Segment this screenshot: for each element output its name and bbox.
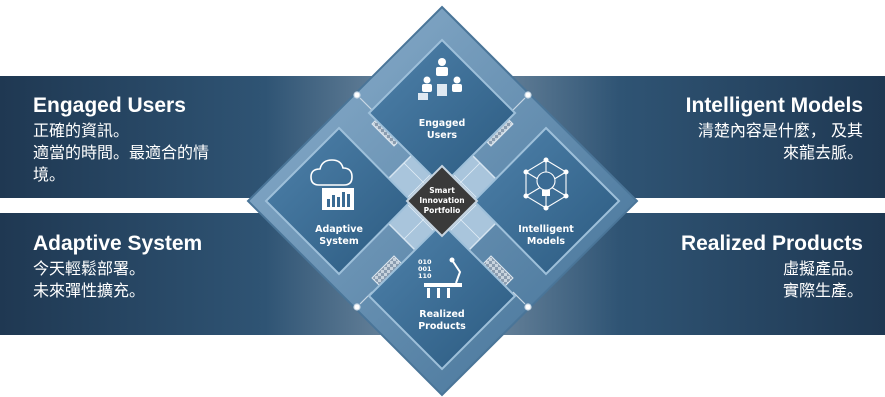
lightbulb-network-icon [523,157,569,211]
center-label-3: Portfolio [424,206,461,215]
adaptive-system-node-label-1: Adaptive [315,224,363,235]
engaged-users-node-label-1: Engaged [419,118,466,129]
circuit-connectors [353,91,532,311]
realized-products-line-2: 實際生產。 [782,281,863,300]
intelligent-models-node-label-2: Models [527,236,565,247]
center-diamond [405,164,479,238]
factory-robot-icon: 010 001 110 [418,257,462,298]
intelligent-models-line-2: 來龍去脈。 [782,143,863,162]
center-label-2: Innovation [419,196,464,205]
adaptive-system-line-2: 未來彈性擴充。 [33,281,146,300]
intelligent-models-block: Intelligent Models 清楚內容是什麼， 及其 來龍去脈。 [633,94,863,164]
engaged-users-line-2: 適當的時間。最適合的情 [33,143,210,162]
engaged-users-block: Engaged Users 正確的資訊。 適當的時間。最適合的情 境。 [33,94,263,186]
realized-products-node-label-2: Products [418,321,466,332]
engaged-users-node-label-2: Users [427,130,457,141]
intelligent-models-node-label-1: Intelligent [518,224,574,235]
center-label-1: Smart [429,186,455,195]
cloud-chart-icon [310,159,354,210]
realized-products-title: Realized Products [680,232,863,255]
intelligent-models-line-1: 清楚內容是什麼， 及其 [697,121,863,140]
adaptive-system-block: Adaptive System 今天輕鬆部署。 未來彈性擴充。 [33,232,263,302]
engaged-users-title: Engaged Users [33,94,186,117]
binary-text-2: 001 [418,265,432,273]
adaptive-system-title: Adaptive System [33,232,203,255]
engaged-users-line-3: 境。 [33,165,66,184]
realized-products-line-1: 虛擬產品。 [782,259,863,278]
realized-products-node-label-1: Realized [419,309,464,320]
intelligent-models-title: Intelligent Models [685,94,863,117]
node-realized-products [367,221,517,371]
engaged-users-line-1: 正確的資訊。 [33,121,130,140]
adaptive-system-node-label-2: System [319,236,359,247]
people-icon [418,58,462,100]
realized-products-block: Realized Products 虛擬產品。 實際生產。 [633,232,863,302]
binary-text-3: 110 [418,272,432,280]
adaptive-system-line-1: 今天輕鬆部署。 [33,259,146,278]
binary-text-1: 010 [418,258,432,266]
